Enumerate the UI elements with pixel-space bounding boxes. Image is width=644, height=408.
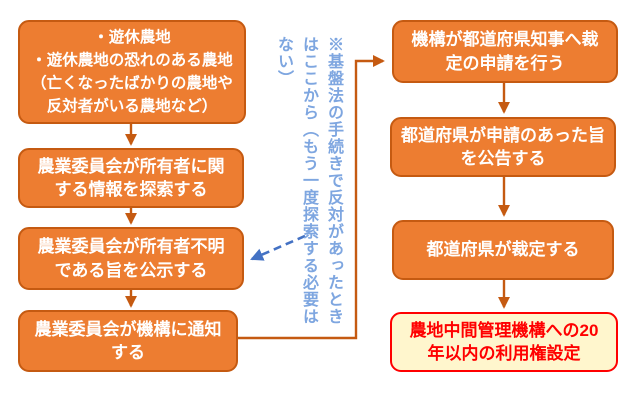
box-committee-search-owner-info: 農業委員会が所有者に関 する情報を探索する xyxy=(18,148,244,208)
box-organization-apply-ruling: 機構が都道府県知事へ裁 定の申請を行う xyxy=(392,20,618,83)
dashed-arrow-restart-point xyxy=(250,234,306,261)
box-result-usage-right-20years: 農地中間管理機構への20 年以内の利用権設定 xyxy=(390,312,618,372)
box-prefecture-rule: 都道府県が裁定する xyxy=(392,220,614,280)
note-vertical-annotation: ※基盤法の手続きで反対があったとき はここから（もう一度探索する必要は ない） xyxy=(268,36,346,342)
elbow-connector-notify-to-apply xyxy=(238,55,385,340)
box-prefecture-announce-application: 都道府県が申請のあった旨 を公告する xyxy=(390,117,616,177)
box-idle-farmland: ・遊休農地 ・遊休農地の恐れのある農地 （亡くなったばかりの農地や 反対者がいる… xyxy=(18,20,246,124)
note-line-1: ※基盤法の手続きで反対があったとき xyxy=(325,36,342,325)
note-line-3: ない） xyxy=(275,36,292,87)
box-committee-announce-owner-unknown: 農業委員会が所有者不明 である旨を公示する xyxy=(18,227,244,290)
box-committee-notify-organization: 農業委員会が機構に通知 する xyxy=(18,310,238,372)
note-line-2: はここから（もう一度探索する必要は xyxy=(300,36,317,325)
